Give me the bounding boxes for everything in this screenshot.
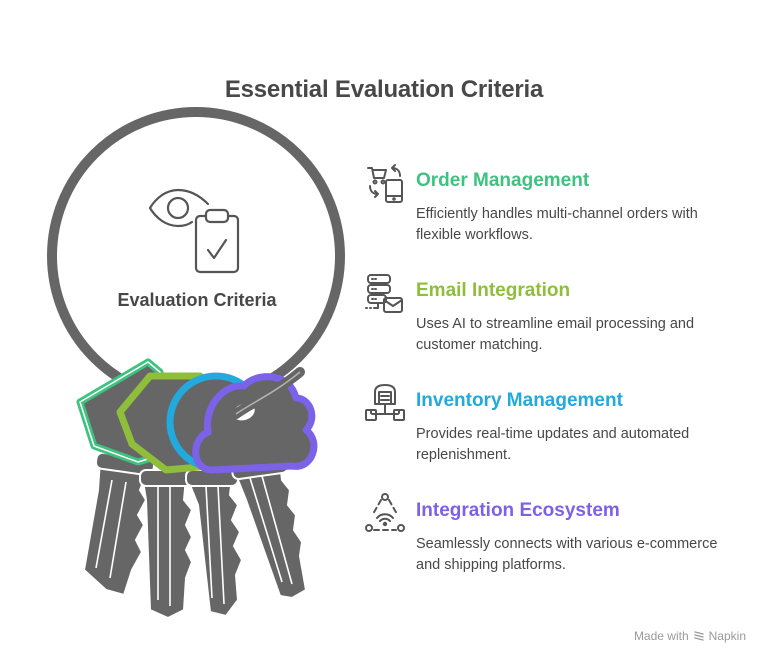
key-head-purple: [192, 373, 318, 474]
criterion-inventory-management: Inventory Management Provides real-time …: [362, 378, 722, 468]
made-with-napkin: Made with Napkin: [634, 629, 746, 643]
made-with-label: Made with: [633, 629, 689, 643]
criterion-description: Seamlessly connects with various e-comme…: [416, 536, 718, 573]
criterion-description: Uses AI to streamline email processing a…: [416, 316, 695, 353]
napkin-logo-icon: [693, 631, 704, 641]
server-email-icon: [365, 274, 403, 313]
criterion-description: Efficiently handles multi-channel orders…: [416, 206, 698, 243]
page-title: Essential Evaluation Criteria: [224, 76, 544, 103]
criterion-heading: Email Integration: [416, 280, 571, 301]
criterion-order-management: Order Management Efficiently handles mul…: [362, 158, 722, 248]
criterion-heading: Inventory Management: [416, 390, 623, 411]
criterion-heading: Order Management: [416, 170, 590, 191]
key-blades: [82, 458, 308, 620]
criterion-integration-ecosystem: Integration Ecosystem Seamlessly connect…: [362, 488, 722, 578]
wireless-network-icon: [365, 493, 405, 532]
center-label: Evaluation Criteria: [117, 290, 277, 310]
warehouse-network-icon: [365, 384, 405, 421]
criterion-email-integration: Email Integration Uses AI to streamline …: [362, 268, 722, 358]
eye-clipboard-check-icon: [148, 188, 240, 274]
napkin-brand: Napkin: [708, 629, 746, 643]
criterion-heading: Integration Ecosystem: [416, 500, 620, 521]
cart-phone-sync-icon: [367, 164, 403, 203]
criterion-description: Provides real-time updates and automated…: [416, 426, 690, 463]
